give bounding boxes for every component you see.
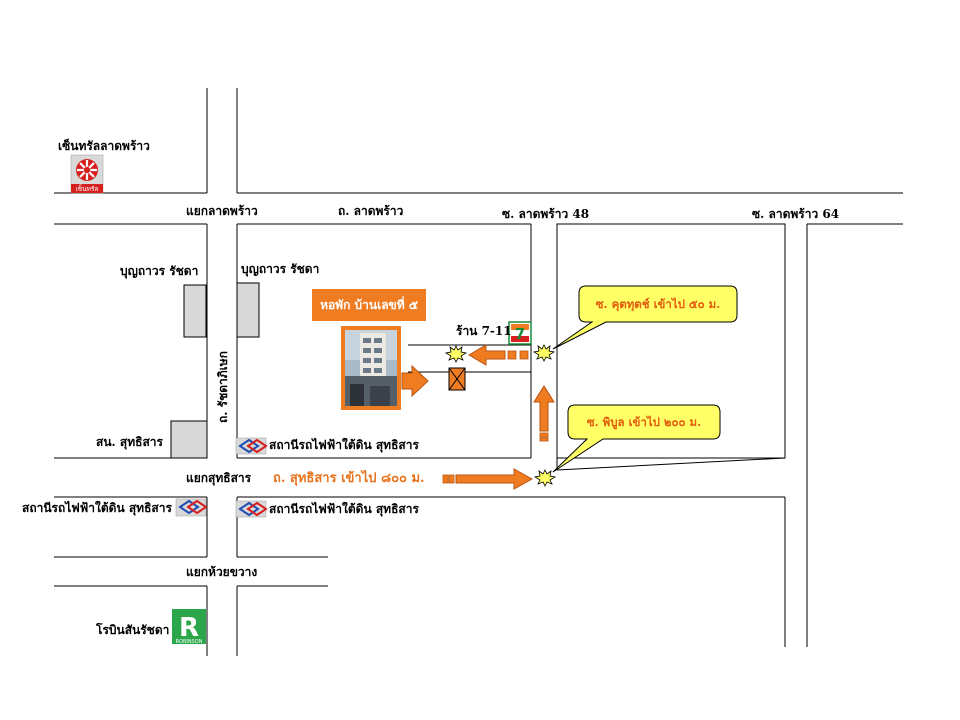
mrt-logo-icon: [235, 500, 268, 518]
burst-marker-3-icon: [533, 469, 557, 487]
arrow-sutthisan-icon: [442, 468, 534, 490]
ladprao-intersection-label: แยกลาดพร้าว: [186, 204, 258, 218]
mrt-station-label-1: สถานีรถไฟฟ้าใต้ดิน สุทธิสาร: [269, 437, 419, 453]
burst-marker-2-icon: [532, 344, 556, 362]
bunthavorn-right-label: บุญถาวร รัชดา: [241, 262, 319, 277]
dorm-entry-arrow-icon: [401, 364, 429, 398]
seven-eleven-label: ร้าน 7-11: [456, 324, 512, 338]
mrt-station-label-2: สถานีรถไฟฟ้าใต้ดิน สุทธิสาร: [22, 500, 172, 516]
svg-text:7: 7: [515, 325, 525, 343]
dormitory-marker: หอพัก บ้านเลขที่ ๕: [312, 289, 466, 410]
burst-marker-1-icon: [444, 345, 468, 363]
mrt-logo-icon: [175, 498, 208, 517]
bunthavorn-left-building: [183, 284, 207, 338]
callout-soi-phibun-text: ซ. พิบูล เข้าไป ๒๐๐ ม.: [587, 415, 701, 430]
soi-ladprao-64-label: ซ. ลาดพร้าว 64: [752, 207, 839, 221]
sutthisan-police-building: [170, 420, 208, 459]
seven-eleven-logo-icon: 7: [508, 321, 532, 345]
bunthavorn-right-building: [236, 282, 260, 338]
ladprao-road-label: ถ. ลาดพร้าว: [338, 204, 404, 218]
robinson-logo-icon: R ROBINSON: [172, 609, 206, 645]
bunthavorn-left-label: บุญถาวร รัชดา: [120, 264, 198, 279]
huai-khwang-intersection-label: แยกห้วยขวาง: [186, 565, 257, 579]
sutthisan-police-label: สน. สุทธิสาร: [96, 435, 164, 450]
arrow-to-7eleven-icon: [468, 344, 529, 366]
dormitory-label: หอพัก บ้านเลขที่ ๕: [320, 296, 418, 312]
central-logo-icon: เซ็นทรัล: [70, 154, 104, 194]
robinson-logo-text: ROBINSON: [176, 639, 203, 645]
dormitory-label-box: [312, 289, 426, 321]
mrt-logo-icon: [235, 437, 268, 455]
arrow-up-soi-icon: [533, 385, 555, 442]
robinson-ratchada-label: โรบินสันรัชดา: [95, 622, 169, 637]
mrt-station-label-3: สถานีรถไฟฟ้าใต้ดิน สุทธิสาร: [269, 501, 419, 517]
dormitory-photo: [345, 330, 397, 406]
sutthisan-road-note: ถ. สุทธิสาร เข้าไป ๘๐๐ ม.: [273, 469, 425, 486]
sutthisan-intersection-label: แยกสุทธิสาร: [186, 471, 252, 486]
central-logo-text: เซ็นทรัล: [76, 184, 99, 193]
soi-ladprao-48-label: ซ. ลาดพร้าว 48: [502, 207, 589, 221]
central-ladprao-label: เซ็นทรัลลาดพร้าว: [58, 138, 150, 153]
block-soi48-soi64: [556, 223, 786, 471]
road-network: [54, 88, 903, 656]
callout-soi-kutthakut-text: ซ. คุตทุตช์ เข้าไป ๕๐ ม.: [596, 297, 720, 312]
ratchadaphisek-road-label: ถ. รัชดาภิเษก: [216, 351, 230, 423]
svg-text:R: R: [179, 613, 199, 643]
callout-soi-kutthakut: ซ. คุตทุตช์ เข้าไป ๕๐ ม.: [552, 285, 738, 350]
callout-soi-phibun: ซ. พิบูล เข้าไป ๒๐๐ ม.: [552, 404, 721, 473]
